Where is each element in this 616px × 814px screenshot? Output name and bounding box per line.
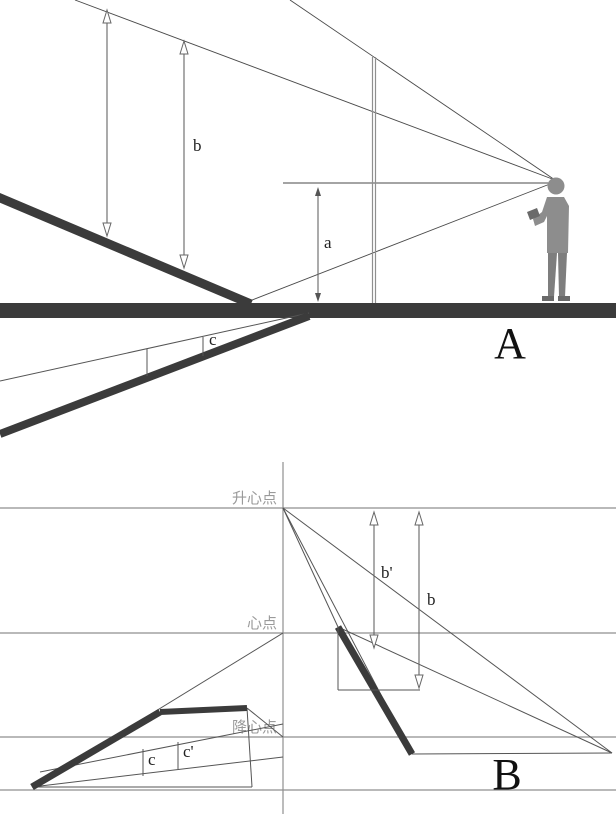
person-head xyxy=(547,177,565,195)
slope-guide-line xyxy=(0,312,310,382)
fan-line-1 xyxy=(282,507,339,628)
label-b2: b xyxy=(427,590,436,609)
arrow-up-icon xyxy=(369,510,379,526)
extension-to-sinking-point xyxy=(246,707,284,738)
sight-line-to-ground xyxy=(246,181,556,303)
arrow-down-icon xyxy=(102,222,112,238)
panel-a: b a c A xyxy=(0,0,616,438)
arrow-down-icon xyxy=(369,634,379,650)
ramp-top-edge xyxy=(159,705,248,715)
ramp-surface-line xyxy=(337,626,613,754)
ground-band xyxy=(0,303,616,318)
label-c-prime: c' xyxy=(183,742,194,761)
person-back-leg xyxy=(558,253,567,297)
arrow-up-icon xyxy=(179,39,189,55)
height-arrow-b: b xyxy=(179,39,202,270)
height-arrow-left xyxy=(102,8,112,238)
inner-converging-line-lower xyxy=(31,756,284,788)
label-center-point: 心点 xyxy=(247,614,277,632)
height-arrow-b2: b xyxy=(414,510,436,690)
arrow-up-icon xyxy=(414,510,424,526)
arrow-down-icon xyxy=(315,293,321,302)
arrow-down-icon xyxy=(179,254,189,270)
person-front-foot xyxy=(542,296,554,301)
measuring-pole xyxy=(371,57,377,303)
ramp-base-line xyxy=(411,752,613,755)
inner-converging-line-upper xyxy=(39,723,284,773)
below-ground-construction: c xyxy=(0,312,311,438)
label-a: a xyxy=(324,233,332,252)
label-b-prime: b' xyxy=(381,563,393,582)
fan-line-3 xyxy=(282,507,613,754)
panel-a-letter: A xyxy=(494,319,526,368)
arrow-up-icon xyxy=(102,8,112,24)
dimension-a: a xyxy=(315,187,332,302)
sketchpad-icon xyxy=(527,208,540,220)
person-front-leg xyxy=(548,253,557,297)
descending-ramp-edge xyxy=(0,312,311,438)
person-back-foot xyxy=(558,296,570,301)
ascending-ramp-edge xyxy=(0,192,253,309)
ramp-right-edge xyxy=(246,707,253,788)
ramp-near-incline-edge xyxy=(30,708,162,791)
panel-b-letter: B xyxy=(492,750,521,799)
ascending-ramp-perspective xyxy=(282,507,613,756)
label-c: c xyxy=(209,330,217,349)
label-c2: c xyxy=(148,750,156,769)
arrow-down-icon xyxy=(414,674,424,690)
height-arrow-b-prime: b' xyxy=(369,510,393,650)
arrow-up-icon xyxy=(315,187,321,196)
person-figure xyxy=(527,177,570,301)
label-b: b xyxy=(193,136,202,155)
label-rising-point: 升心点 xyxy=(232,489,277,507)
sight-line-top xyxy=(74,0,556,181)
person-torso-and-arm xyxy=(533,197,569,253)
panel-b: 升心点 心点 降心点 b' b xyxy=(0,462,616,814)
descending-ramp-perspective: c c' xyxy=(30,632,284,791)
sight-line-through-pole-top xyxy=(289,0,556,181)
